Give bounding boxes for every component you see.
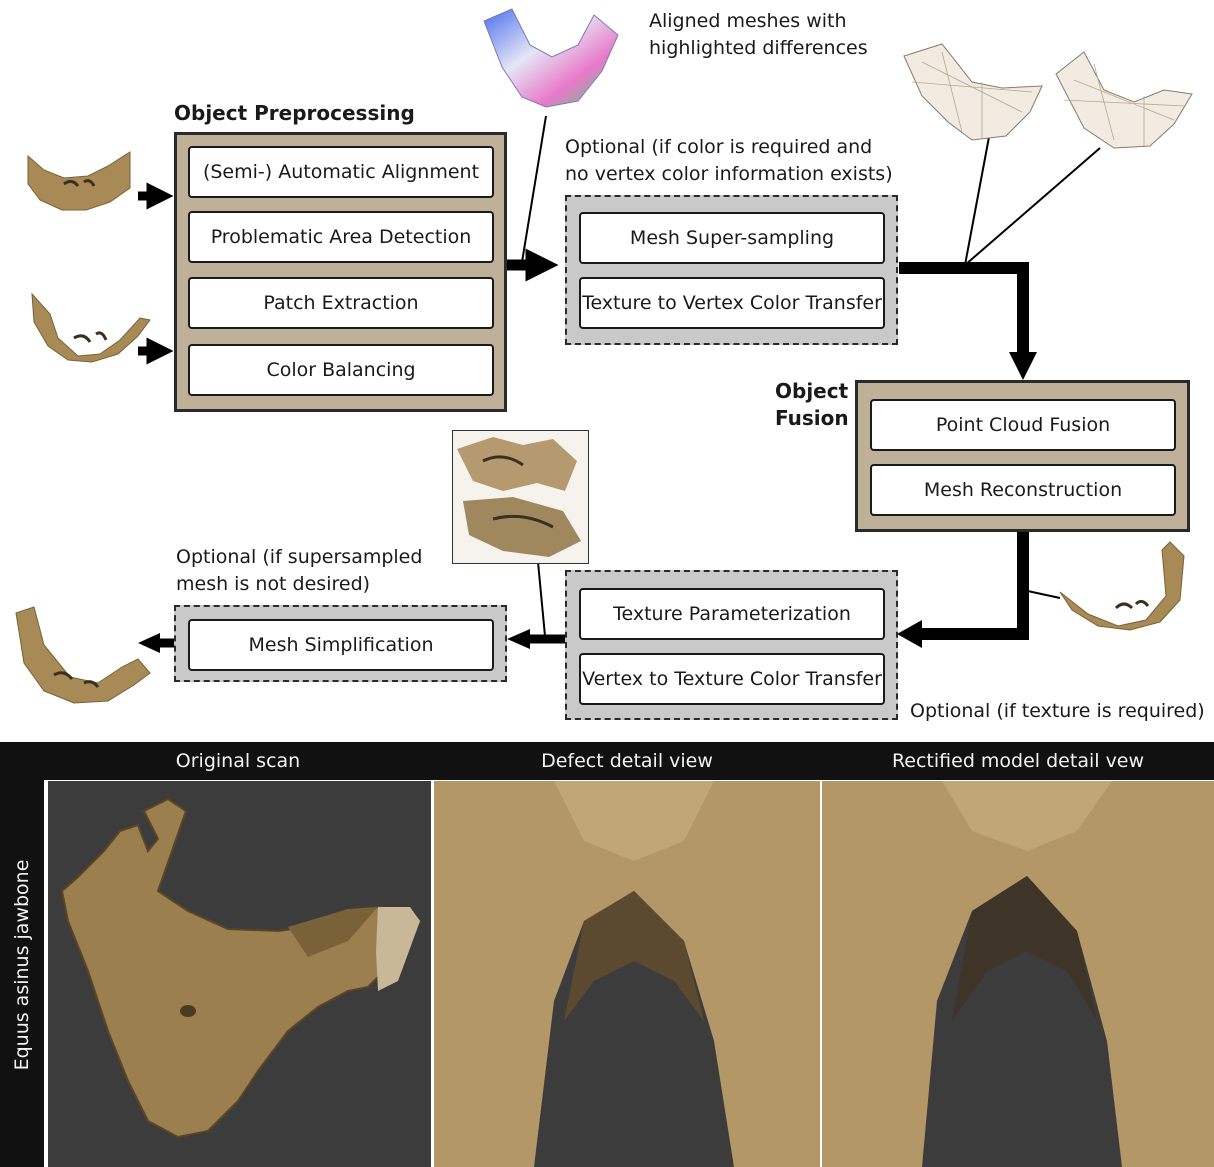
supersampling-note-line-2: no vertex color information exists) [565, 161, 893, 188]
supersampling-group: Mesh Super-sampling Texture to Vertex Co… [565, 195, 898, 345]
defect-detail-image [434, 781, 820, 1167]
simplification-note-line-1: Optional (if supersampled [176, 544, 422, 571]
step-problematic-area-detection: Problematic Area Detection [188, 211, 494, 263]
texture-note: Optional (if texture is required) [910, 698, 1205, 725]
fusion-group: Point Cloud Fusion Mesh Reconstruction [855, 380, 1190, 532]
step-color-balancing: Color Balancing [188, 344, 494, 396]
step-mesh-reconstruction: Mesh Reconstruction [870, 464, 1176, 516]
header-original-scan: Original scan [44, 742, 432, 780]
original-scan-image [48, 781, 431, 1167]
aligned-meshes-image [482, 5, 622, 110]
header-defect-detail: Defect detail view [432, 742, 822, 780]
preprocessing-group: (Semi-) Automatic Alignment Problematic … [174, 132, 507, 412]
point-cloud-image-2 [1054, 50, 1194, 150]
step-texture-to-vertex-color: Texture to Vertex Color Transfer [579, 277, 885, 329]
step-semi-automatic-alignment: (Semi-) Automatic Alignment [188, 146, 494, 198]
input-mesh-top-image [24, 148, 134, 218]
step-patch-extraction: Patch Extraction [188, 277, 494, 329]
step-texture-parameterization: Texture Parameterization [579, 588, 885, 640]
fusion-title-line-1: Object [775, 378, 848, 405]
aligned-note-line-1: Aligned meshes with [649, 8, 847, 35]
output-mesh-image [14, 605, 154, 705]
aligned-note-line-2: highlighted differences [649, 35, 868, 62]
rectified-detail-image [822, 781, 1214, 1167]
step-point-cloud-fusion: Point Cloud Fusion [870, 399, 1176, 451]
step-mesh-super-sampling: Mesh Super-sampling [579, 212, 885, 264]
texture-group: Texture Parameterization Vertex to Textu… [565, 570, 898, 720]
simplification-note-line-2: mesh is not desired) [176, 571, 370, 598]
specimen-label: Equus asinus jawbone [11, 860, 33, 1071]
step-vertex-to-texture-color: Vertex to Texture Color Transfer [579, 653, 885, 705]
preprocessing-title: Object Preprocessing [174, 100, 415, 127]
texture-atlas-image [452, 430, 589, 564]
arrow-super-to-fusion [899, 268, 1023, 352]
fused-mesh-image [1058, 540, 1188, 630]
arrow-fusion-to-texture [922, 531, 1023, 634]
simplification-group: Mesh Simplification [174, 605, 507, 682]
header-rectified-detail: Rectified model detail vew [822, 742, 1214, 780]
step-mesh-simplification: Mesh Simplification [188, 619, 494, 671]
fusion-title-line-2: Fusion [775, 405, 849, 432]
point-cloud-image-1 [902, 42, 1050, 142]
supersampling-note-line-1: Optional (if color is required and [565, 134, 872, 161]
input-mesh-bottom-image [28, 288, 153, 363]
